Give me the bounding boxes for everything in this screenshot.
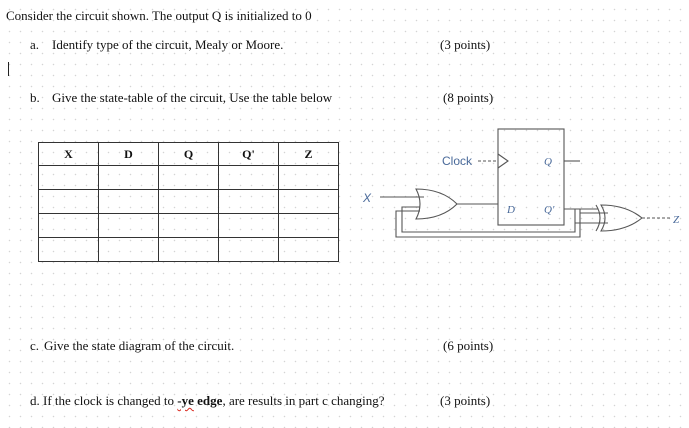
table-cell[interactable] [98,189,159,214]
ff-q-bar-label: Q' [544,204,555,216]
question-d-points: (3 points) [440,393,491,408]
question-d-marker: d. [30,393,40,408]
table-cell[interactable] [218,213,279,238]
table-row [38,237,339,262]
feedback-wire-inner [401,206,576,233]
table-cell[interactable] [38,237,99,262]
feedback-wire-outer [395,209,581,238]
table-cell[interactable] [158,213,219,238]
question-b-marker: b. [30,90,40,105]
question-d-text-after: , are results in part c changing? [222,393,385,408]
table-cell[interactable] [218,165,279,190]
header-z: Z [278,142,339,166]
table-cell[interactable] [278,189,339,214]
ff-q-label: Q [544,156,552,168]
header-q-prime: Q' [218,142,279,166]
question-b-points: (8 points) [443,90,494,105]
output-z-label: Z [673,214,680,226]
table-cell[interactable] [38,213,99,238]
table-row [38,165,339,190]
xor-gate-back-curve [595,204,601,232]
table-cell[interactable] [98,165,159,190]
table-cell[interactable] [98,213,159,238]
table-cell[interactable] [158,237,219,262]
ff-d-label: D [506,204,515,216]
text-cursor [8,62,9,76]
question-d-negative-edge: -ye [177,393,194,408]
question-b-text: Give the state-table of the circuit, Use… [52,90,333,105]
table-cell[interactable] [278,237,339,262]
table-row [38,189,339,214]
state-table-header-row: X D Q Q' Z [38,142,339,166]
xor-gate [600,204,643,232]
question-c-text: Give the state diagram of the circuit. [44,338,235,353]
table-cell[interactable] [158,189,219,214]
table-cell[interactable] [218,237,279,262]
table-cell[interactable] [38,165,99,190]
circuit-diagram: X Clock D Q Q' Z [362,128,680,238]
clock-label: Clock [442,154,473,168]
question-d-text-before: If the clock is changed to [43,393,178,408]
table-row [38,213,339,238]
header-q: Q [158,142,219,166]
table-cell[interactable] [218,189,279,214]
table-cell[interactable] [38,189,99,214]
question-a-points: (3 points) [440,37,491,52]
question-c-points: (6 points) [443,338,494,353]
or-gate [415,188,458,220]
question-d-edge-word: edge [193,393,223,408]
d-flip-flop [497,128,565,226]
table-cell[interactable] [158,165,219,190]
header-d: D [98,142,159,166]
intro-text: Consider the circuit shown. The output Q… [6,8,312,23]
clock-edge-marker [497,153,509,169]
table-cell[interactable] [278,165,339,190]
question-d-line: d. If the clock is changed to -ye edge, … [30,393,385,409]
question-a-marker: a. [30,37,40,52]
question-c-marker: c. [30,338,40,353]
input-x-label: X [362,191,372,205]
table-cell[interactable] [278,213,339,238]
header-x: X [38,142,99,166]
table-cell[interactable] [98,237,159,262]
question-a-text: Identify type of the circuit, Mealy or M… [52,37,284,52]
state-table: X D Q Q' Z [38,142,339,262]
